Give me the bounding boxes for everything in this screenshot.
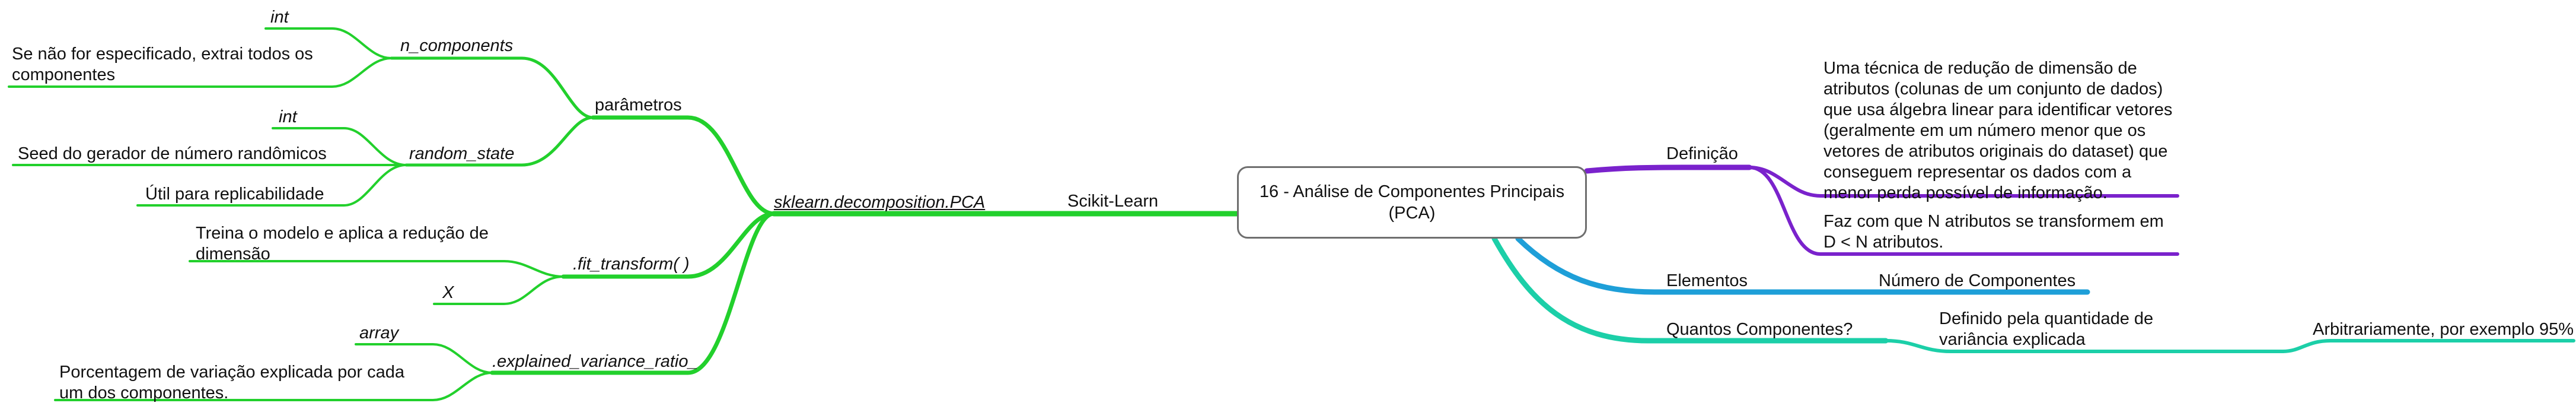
edge-fit-desc: [189, 260, 565, 278]
n-components-type: int: [270, 8, 289, 27]
how-many-example: Arbitrariamente, por exemplo 95%: [2313, 320, 2574, 339]
edge-def-text2: [1748, 166, 2179, 256]
random-state-label[interactable]: random_state: [409, 144, 515, 163]
explained-variance-type: array: [359, 323, 399, 342]
edge-params-ncomp: [390, 56, 595, 119]
explained-variance-label[interactable]: .explained_variance_ratio_: [492, 352, 698, 371]
edge-params-random: [404, 116, 595, 167]
fit-transform-desc: Treina o modelo e aplica a redução de di…: [196, 224, 489, 264]
elements-value: Número de Componentes: [1879, 271, 2076, 290]
edge-pca-fit: [561, 211, 776, 279]
edge-pca-params: [591, 115, 776, 216]
definition-text-2: Faz com que N atributos se transformem e…: [1823, 212, 2164, 252]
elements-label[interactable]: Elementos: [1666, 271, 1748, 290]
fit-transform-arg: X: [442, 283, 454, 302]
edge-random-int: [272, 127, 407, 166]
edge-root-howmany: [1491, 236, 1889, 344]
edge-ncomp-desc: [8, 57, 393, 88]
edge-fit-x: [433, 275, 565, 305]
edge-expl-desc: [54, 372, 493, 401]
how-many-value: Definido pela quantidade de variância ex…: [1939, 309, 2154, 349]
edge-root-def: [1584, 164, 1752, 174]
fit-transform-label[interactable]: .fit_transform( ): [573, 255, 690, 274]
explained-variance-desc: Porcentagem de variação explicada por ca…: [59, 363, 404, 402]
n-components-desc: Se não for especificado, extrai todos os…: [12, 45, 313, 84]
random-state-seed: Seed do gerador de número randômicos: [18, 144, 327, 163]
scikit-learn-label[interactable]: Scikit-Learn: [1067, 192, 1159, 211]
pca-class-label[interactable]: sklearn.decomposition.PCA: [774, 193, 986, 212]
definition-label[interactable]: Definição: [1666, 144, 1738, 163]
edge-ncomp-int: [264, 27, 393, 59]
edge-expl-array: [355, 343, 493, 374]
root-title: 16 - Análise de Componentes Principais (…: [1259, 182, 1565, 223]
n-components-label[interactable]: n_components: [400, 36, 514, 55]
edge-random-util: [136, 164, 407, 207]
edge-value-example: [2281, 339, 2575, 353]
edge-root-elem: [1515, 236, 2090, 295]
definition-text-1: Uma técnica de redução de dimensão de at…: [1823, 59, 2173, 202]
random-state-util: Útil para replicabilidade: [145, 185, 324, 204]
params-label[interactable]: parâmetros: [595, 96, 682, 115]
edge-pca-explained: [490, 211, 776, 375]
edge-howmany-value: [1884, 339, 2285, 353]
root-node[interactable]: 16 - Análise de Componentes Principais (…: [1237, 166, 1587, 239]
how-many-label[interactable]: Quantos Componentes?: [1666, 320, 1853, 339]
random-state-type: int: [279, 107, 297, 126]
